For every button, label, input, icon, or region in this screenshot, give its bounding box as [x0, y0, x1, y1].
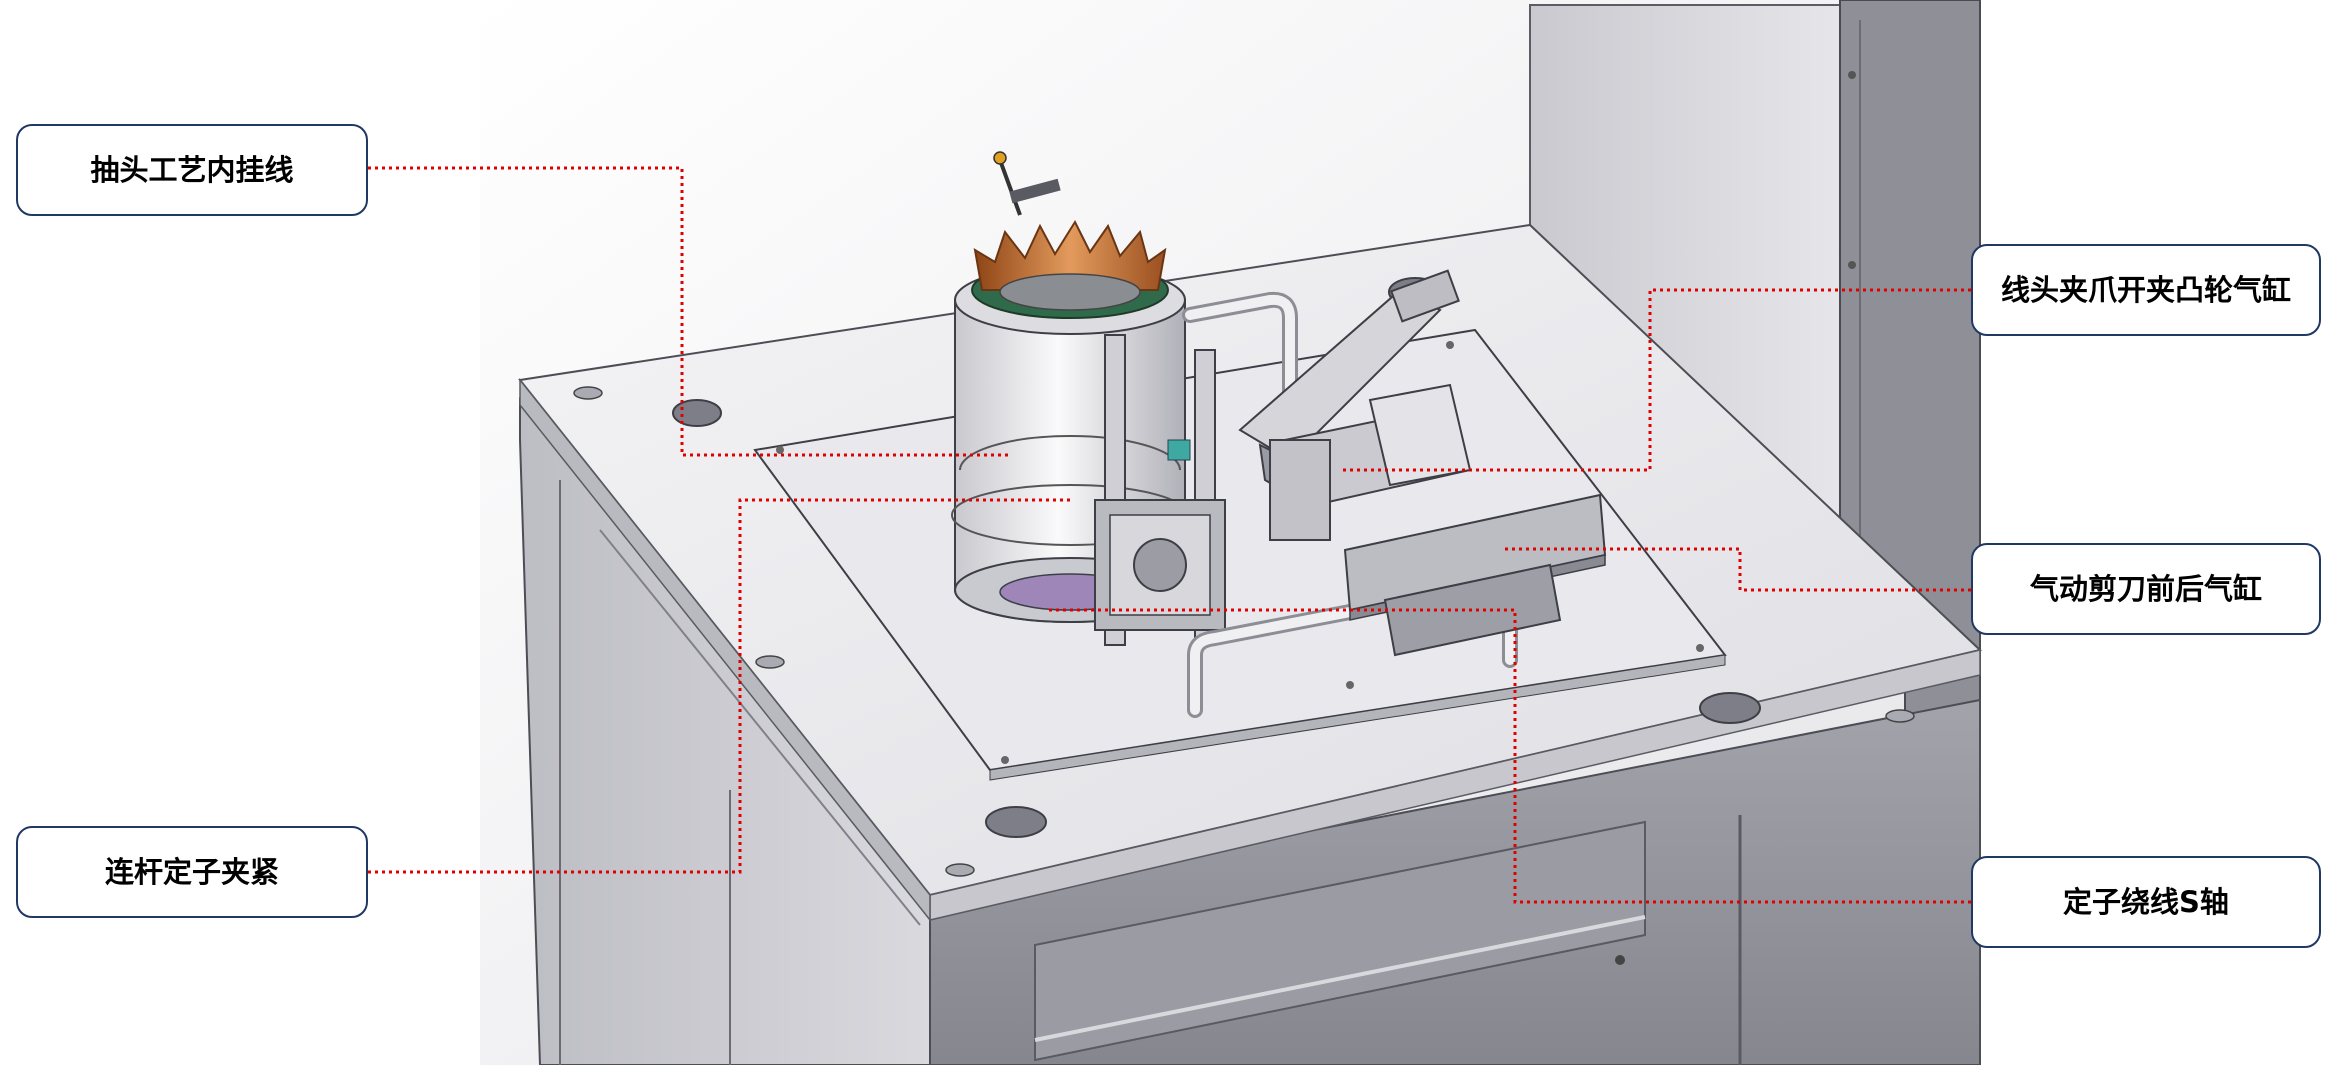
pneumatic-scissor-assembly	[1238, 269, 1607, 657]
callout-stator-winding-s-axis: 定子绕线S轴	[1971, 856, 2321, 948]
clamp-linkage	[1094, 334, 1226, 646]
callout-wire-gripper-cam-cylinder: 线头夹爪开夹凸轮气缸	[1971, 244, 2321, 336]
callout-pneumatic-scissor-cylinder: 气动剪刀前后气缸	[1971, 543, 2321, 635]
leader-lines	[368, 166, 1971, 904]
callout-tap-internal-hanging-wire: 抽头工艺内挂线	[16, 124, 368, 216]
leader-line-5	[1045, 608, 1971, 904]
callout-linkage-stator-clamp: 连杆定子夹紧	[16, 826, 368, 918]
leader-line-1	[368, 166, 1008, 457]
